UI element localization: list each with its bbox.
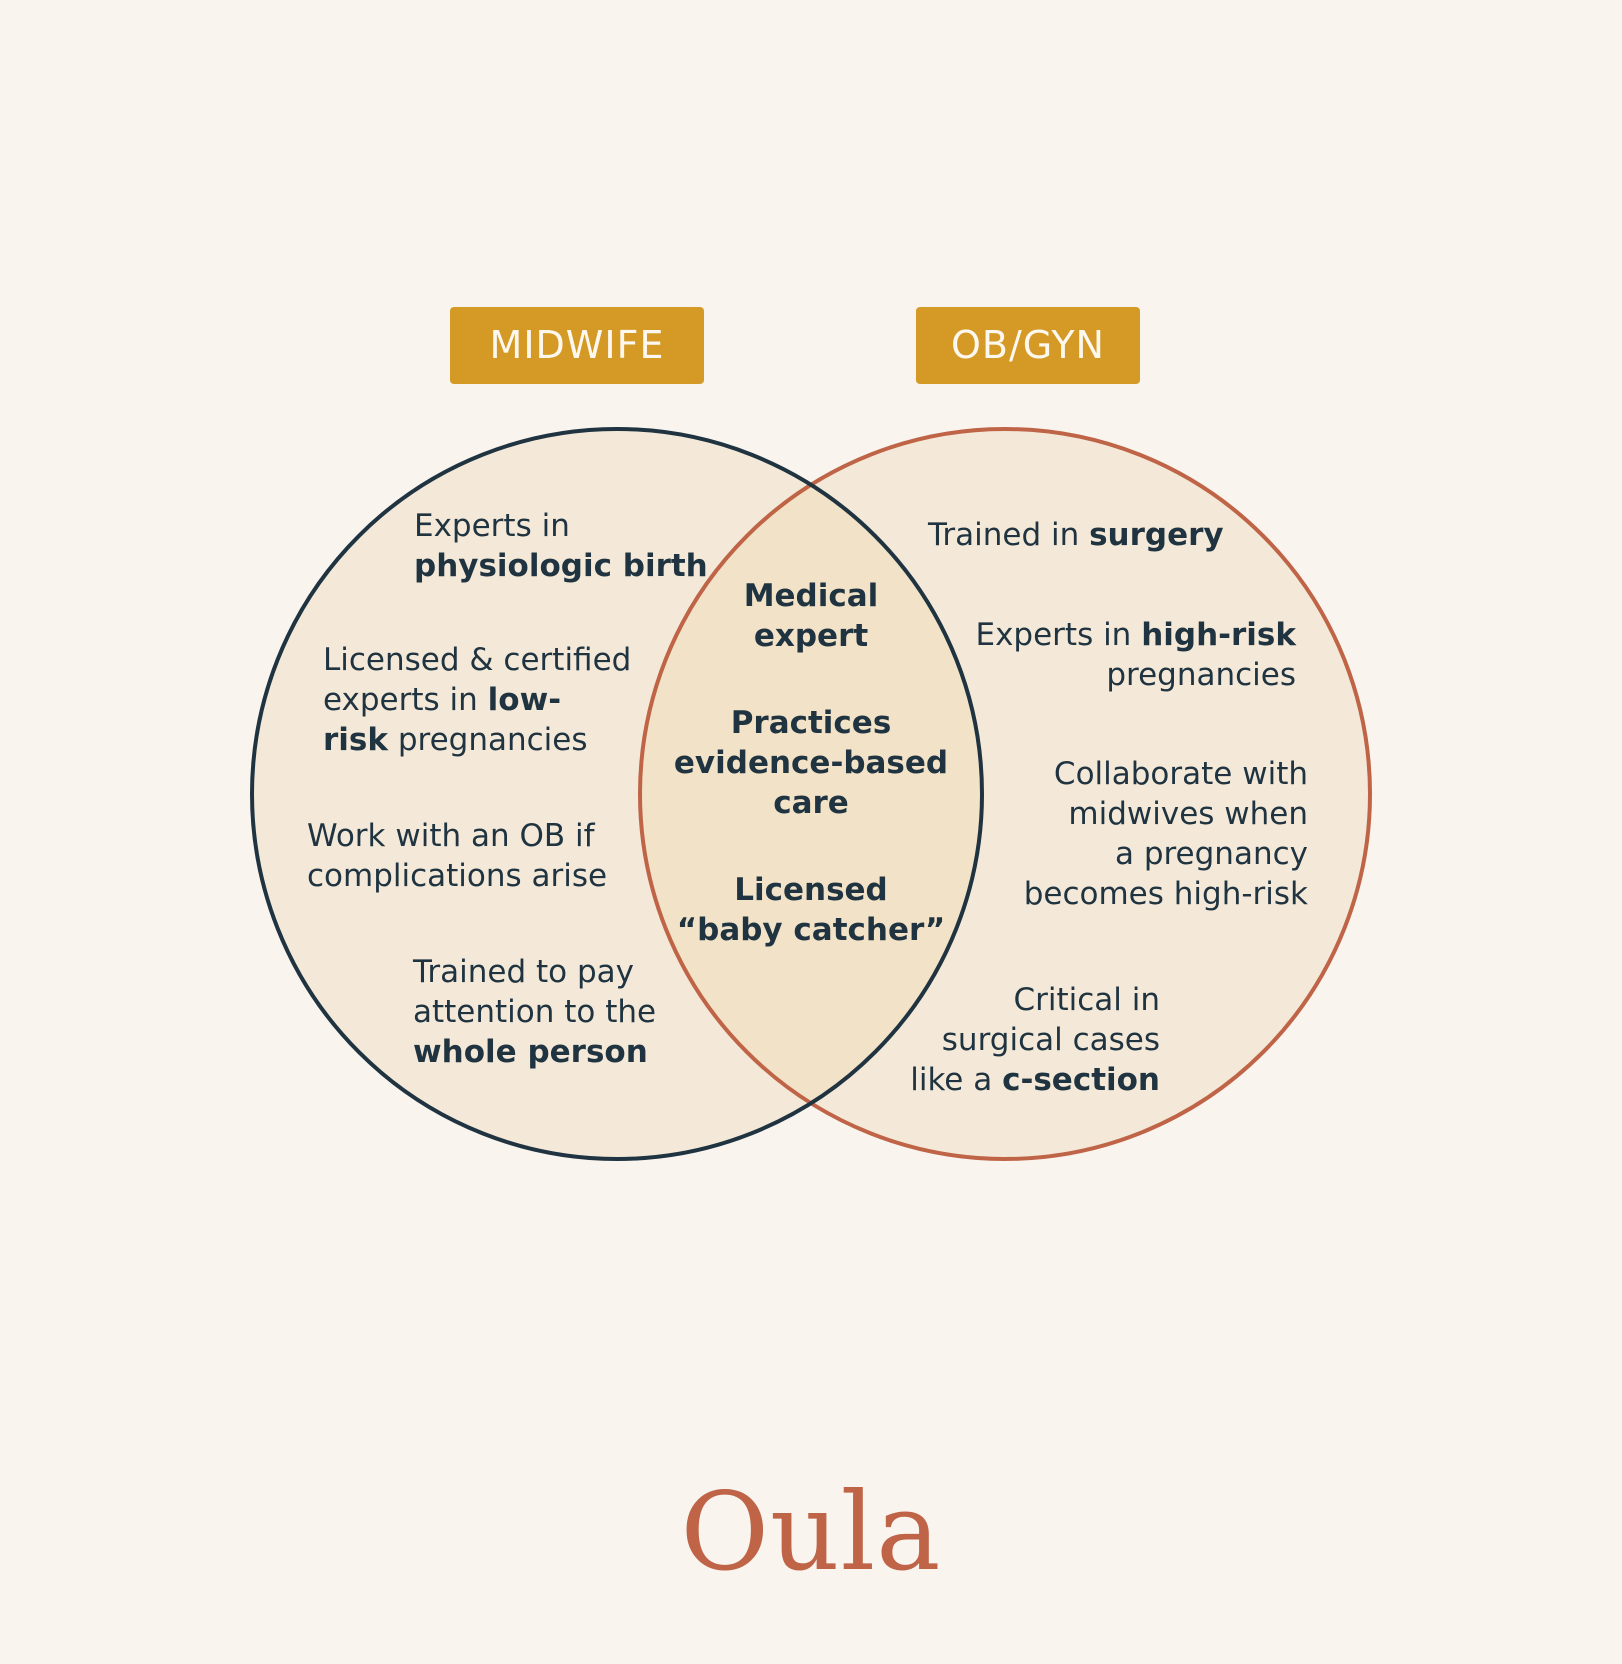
text-line: becomes high-risk	[960, 874, 1308, 914]
text-line: Medical	[743, 578, 879, 614]
text-line: Critical in	[870, 980, 1160, 1020]
obgyn-circle-outline	[638, 427, 1372, 1161]
text-line: whole person	[413, 1032, 656, 1072]
text: Trained to pay	[413, 954, 634, 990]
text-line: attention to the	[413, 992, 656, 1032]
overlap-region	[640, 429, 982, 1159]
text: Work with an OB if	[307, 818, 595, 854]
midwife-item: Trained to pay attention to the whole pers…	[413, 952, 656, 1072]
text: experts in	[323, 682, 488, 718]
text: Trained in	[928, 517, 1090, 553]
text-line: midwives when	[960, 794, 1308, 834]
midwife-item: Experts in physiologic birth	[414, 506, 708, 586]
shared-item: Medical expert	[661, 576, 961, 656]
bold-text: c-section	[1002, 1062, 1160, 1098]
text: Experts in	[975, 617, 1142, 653]
bold-text: surgery	[1089, 517, 1224, 553]
obgyn-item: Collaborate with midwives when a pregnancy…	[960, 754, 1308, 914]
oula-logo: Oula	[680, 1470, 942, 1595]
text: becomes high-risk	[1023, 876, 1308, 912]
text-line: experts in low-	[323, 680, 631, 720]
text-line: risk pregnancies	[323, 720, 631, 760]
shared-item: Licensed “baby catcher”	[661, 870, 961, 950]
text: Licensed & certified	[323, 642, 632, 678]
text-line: care	[773, 785, 849, 821]
text-line: complications arise	[307, 856, 607, 896]
bold-text: whole person	[413, 1034, 648, 1070]
text-line: Trained in surgery	[928, 515, 1224, 555]
text-line: evidence-based	[673, 745, 949, 781]
text-line: pregnancies	[940, 655, 1296, 695]
midwife-label: MIDWIFE	[450, 307, 704, 384]
bold-text: physiologic birth	[414, 548, 708, 584]
text: midwives when	[1068, 796, 1308, 832]
text: like a	[910, 1062, 1003, 1098]
text: Experts in	[414, 508, 570, 544]
text-line: Practices	[730, 705, 892, 741]
bold-text: high-risk	[1141, 617, 1296, 653]
text-line: “baby catcher”	[676, 912, 946, 948]
text-line: Experts in	[414, 506, 708, 546]
midwife-item: Work with an OB if complications arise	[307, 816, 607, 896]
midwife-circle-outline	[250, 427, 984, 1161]
text-line: Collaborate with	[960, 754, 1308, 794]
text-line: expert	[753, 618, 869, 654]
text: complications arise	[307, 858, 608, 894]
text: Critical in	[1013, 982, 1160, 1018]
text: attention to the	[413, 994, 657, 1030]
text-line: physiologic birth	[414, 546, 708, 586]
text: a pregnancy	[1114, 836, 1308, 872]
text-line: like a c-section	[870, 1060, 1160, 1100]
obgyn-item: Trained in surgery	[928, 515, 1224, 555]
text-line: Work with an OB if	[307, 816, 607, 856]
text-line: surgical cases	[870, 1020, 1160, 1060]
text-line: a pregnancy	[960, 834, 1308, 874]
text-line: Experts in high-risk	[940, 615, 1296, 655]
text-line: Licensed	[734, 872, 888, 908]
text-line: Trained to pay	[413, 952, 656, 992]
text: pregnancies	[1106, 657, 1296, 693]
text: Collaborate with	[1053, 756, 1308, 792]
shared-item: Practices evidence-based care	[661, 703, 961, 823]
bold-text: risk	[323, 722, 388, 758]
text: pregnancies	[387, 722, 588, 758]
text: surgical cases	[941, 1022, 1160, 1058]
text-line: Licensed & certified	[323, 640, 631, 680]
bold-text: low-	[487, 682, 562, 718]
obgyn-label: OB/GYN	[916, 307, 1140, 384]
